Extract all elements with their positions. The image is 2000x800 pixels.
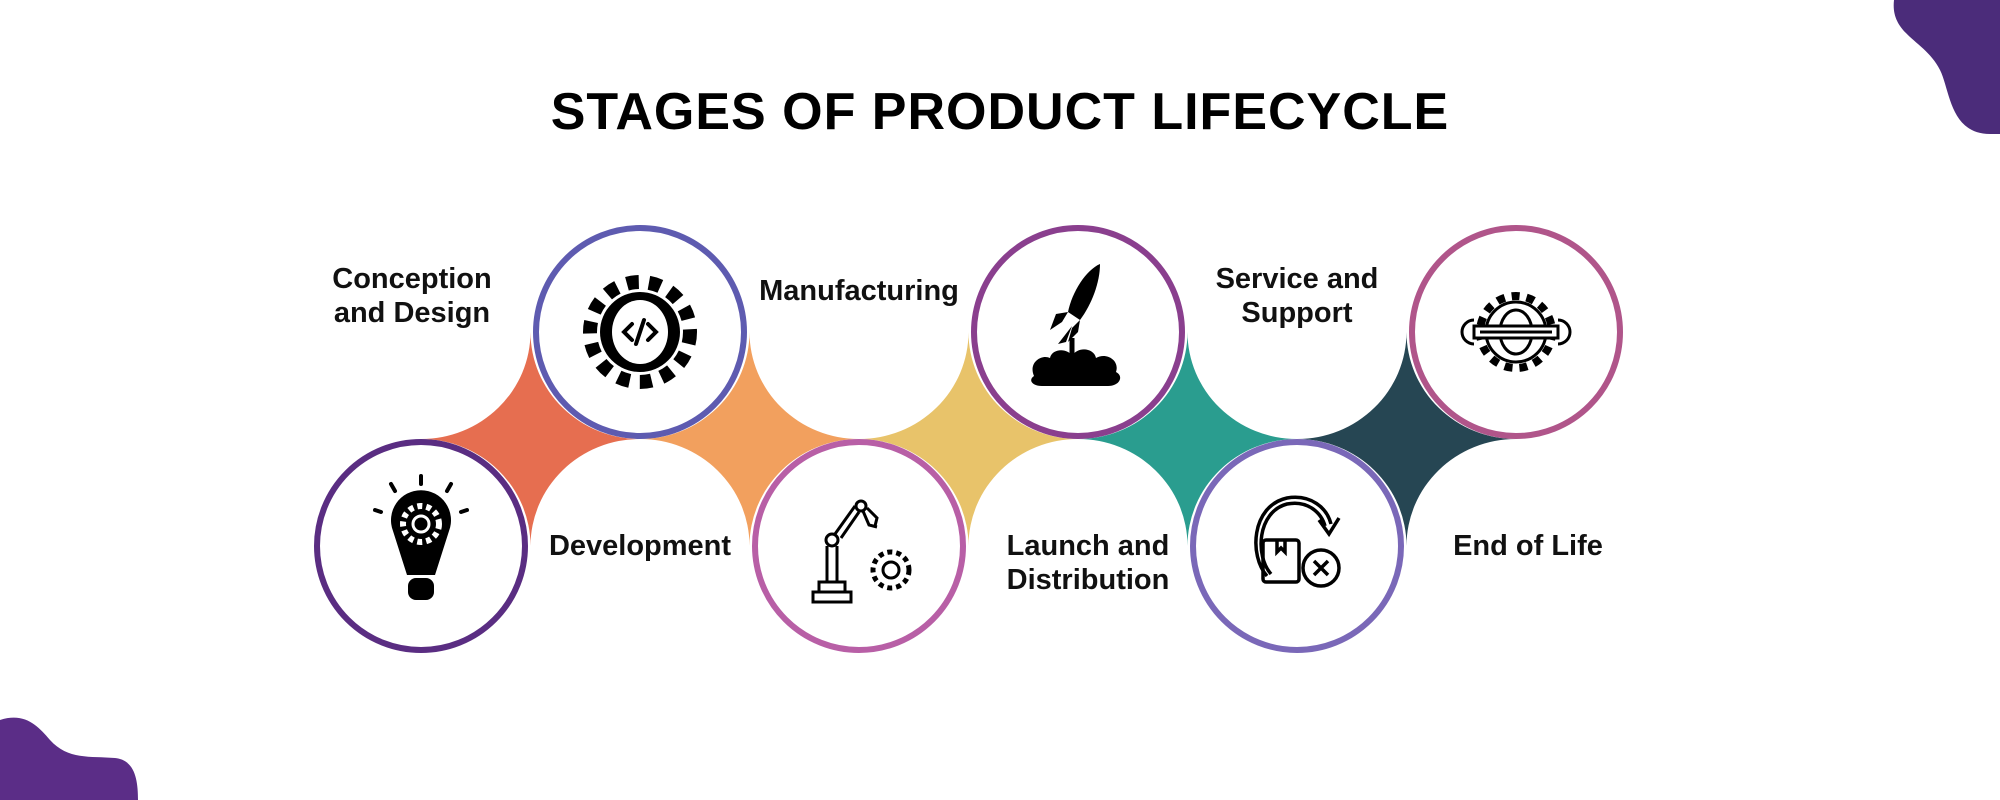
box-return-cancel-icon xyxy=(1254,495,1341,588)
robot-arm-gear-icon xyxy=(811,499,912,604)
corner-blob-top-right xyxy=(1893,0,2000,134)
gear-code-icon xyxy=(583,275,697,389)
page-title: STAGES OF PRODUCT LIFECYCLE xyxy=(550,83,1450,141)
rocket-launch-icon xyxy=(1031,264,1121,386)
stage-label-development: Development xyxy=(549,529,731,563)
label-line: and Design xyxy=(333,297,491,329)
label-line: Support xyxy=(1241,297,1353,329)
label-line: Development xyxy=(548,530,732,562)
stage-circle xyxy=(752,439,966,653)
label-line: End of Life xyxy=(1453,530,1603,562)
connector-shape xyxy=(1078,332,1297,546)
stage-circle xyxy=(1190,439,1404,653)
stage-label-end-of-life: End of Life xyxy=(1453,529,1603,563)
stage-label-service: Service and Support xyxy=(1216,262,1379,330)
corner-blob-bottom-left xyxy=(0,717,138,800)
label-line: Service and xyxy=(1215,263,1379,295)
stage-label-manufacturing: Manufacturing xyxy=(759,274,959,308)
connector-shape xyxy=(859,332,1078,546)
connector-shape xyxy=(640,332,859,546)
label-line: Launch and xyxy=(1006,530,1170,562)
lightbulb-gear-icon xyxy=(373,474,469,600)
connector-shape xyxy=(421,332,640,546)
wrench-gear-icon xyxy=(1460,292,1572,372)
label-line: Distribution xyxy=(1006,564,1170,596)
connector-shape xyxy=(1297,332,1516,546)
stage-label-launch: Launch and Distribution xyxy=(1007,529,1170,597)
label-line: Manufacturing xyxy=(759,275,959,307)
stage-label-conception: Conception and Design xyxy=(332,262,492,330)
label-line: Conception xyxy=(332,263,492,295)
